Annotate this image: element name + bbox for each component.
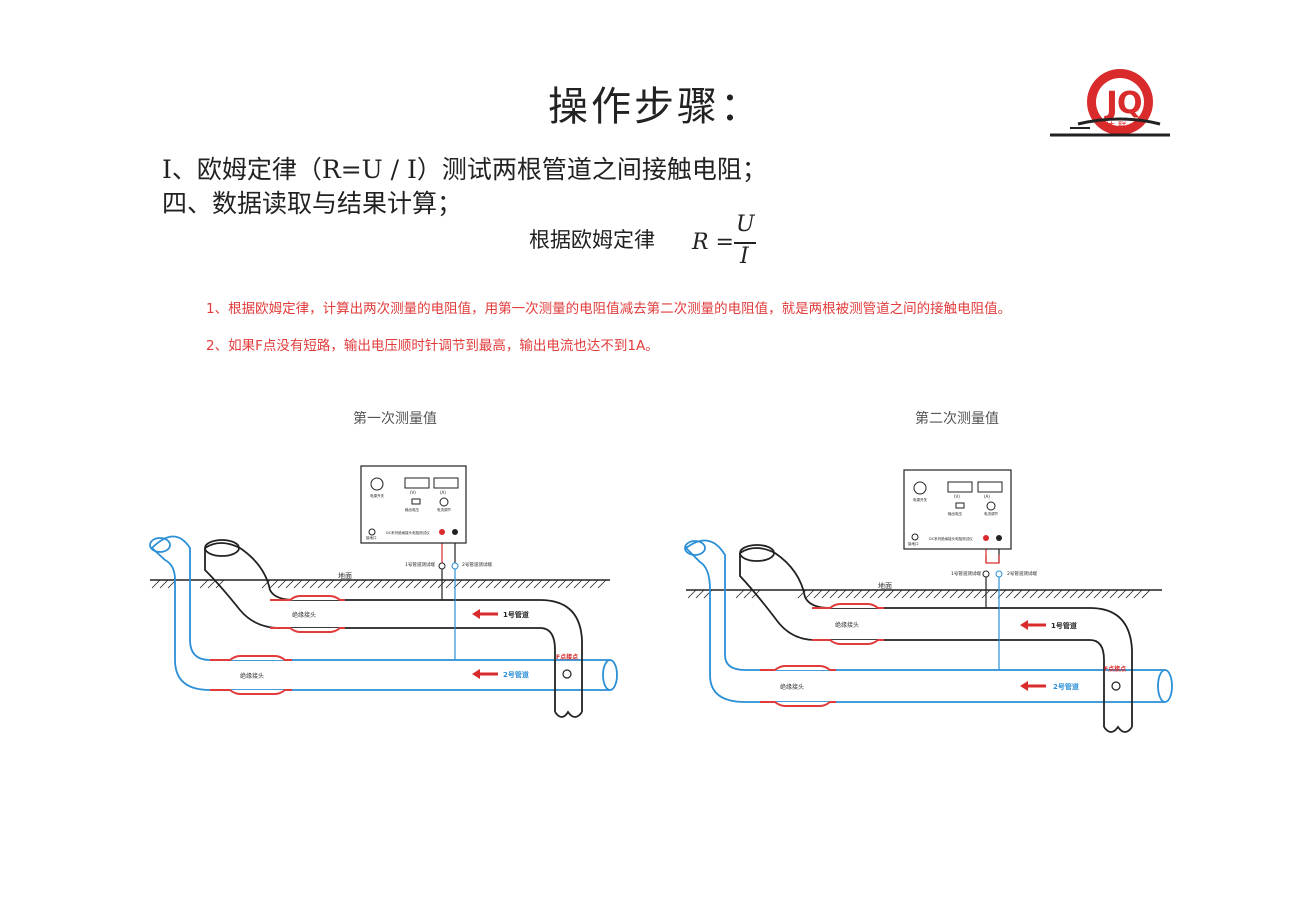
adjust-knob-icon <box>439 497 449 507</box>
pipe-2 <box>684 539 1173 703</box>
output-label: 输出电压 <box>405 507 419 512</box>
jack-label: 接地口 <box>366 535 377 540</box>
flow-arrow-pipe-1 <box>1020 620 1046 630</box>
insulator-joint-2 <box>760 665 836 707</box>
svg-text:Q: Q <box>1117 86 1143 121</box>
pipe-1-label: 1号管道 <box>503 610 529 619</box>
voltage-display <box>404 477 430 489</box>
flow-arrow-pipe-1 <box>472 609 498 619</box>
ground-label: 地面 <box>338 571 352 580</box>
fault-point-label: F点接点 <box>556 653 578 661</box>
company-logo: J Q 达 联 <box>1050 69 1170 137</box>
pipe-1 <box>739 544 1133 733</box>
pipe-2-label: 2号管道 <box>1053 682 1079 691</box>
black-terminal <box>452 529 458 535</box>
current-unit: (A) <box>984 494 990 499</box>
test-instrument: 电源开关 (V) (A) 输出电压 电流调节 接地口 DC系列绝缘接头电阻测试仪 <box>360 465 467 544</box>
note-2: 2、如果F点没有短路，输出电压顺时针调节到最高，输出电流也达不到1A。 <box>206 338 659 354</box>
power-knob-icon <box>913 481 927 495</box>
fault-point-marker <box>562 669 572 679</box>
test-instrument: 电源开关 (V) (A) 输出电压 电流调节 接地口 DC系列绝缘接头电阻测试仪 <box>903 469 1012 550</box>
pipe-2 <box>149 535 618 691</box>
page-title: 操作步骤： <box>548 84 763 130</box>
fault-point-marker <box>1111 681 1121 691</box>
terminal-2-label: 2号管道测试端 <box>1007 570 1037 577</box>
voltage-unit: (V) <box>410 490 416 495</box>
insulator-joint-1 <box>812 603 884 645</box>
power-knob-icon <box>370 477 384 491</box>
terminal-2-label: 2号管道测试端 <box>462 561 492 568</box>
terminal-1-label: 1号管道测试端 <box>951 570 981 577</box>
red-terminal <box>439 529 445 535</box>
output-switch-icon <box>411 498 421 505</box>
red-terminal <box>983 535 989 541</box>
output-label: 输出电压 <box>948 511 962 516</box>
formula-lhs: R = <box>692 230 734 255</box>
insulator-label-1: 绝缘接头 <box>835 621 859 629</box>
voltage-display <box>947 481 973 493</box>
diagram-1-caption: 第一次测量值 <box>353 411 437 427</box>
ohms-law-formula: R = U I <box>690 212 770 272</box>
power-label: 电源开关 <box>370 493 384 498</box>
black-terminal <box>996 535 1002 541</box>
adjust-knob-icon <box>986 501 996 511</box>
device-name: DC系列绝缘接头电阻测试仪 <box>386 530 430 535</box>
ground-label: 地面 <box>878 581 892 590</box>
insulator-joint-2 <box>210 655 292 695</box>
flow-arrow-pipe-2 <box>472 669 498 679</box>
section-heading-data-reading: 四、数据读取与结果计算； <box>162 189 463 218</box>
current-display <box>977 481 1003 493</box>
pipe-1 <box>204 539 583 718</box>
svg-text:J: J <box>1104 84 1118 122</box>
formula-label: 根据欧姆定律 <box>529 228 655 252</box>
logo-text: 达 联 <box>1106 120 1127 132</box>
jack-label: 接地口 <box>908 541 919 546</box>
diagram-2: 地面 绝缘接头 绝缘接头 1号管道 <box>684 469 1173 733</box>
adjust-label: 电流调节 <box>437 507 451 512</box>
insulator-label-2: 绝缘接头 <box>240 672 264 680</box>
pipe-1-label: 1号管道 <box>1051 621 1077 630</box>
insulator-joint-1 <box>270 595 345 633</box>
insulator-label-2: 绝缘接头 <box>780 683 804 691</box>
current-unit: (A) <box>440 490 446 495</box>
device-name: DC系列绝缘接头电阻测试仪 <box>929 536 973 541</box>
formula-numerator: U <box>736 212 755 237</box>
diagram-2-caption: 第二次测量值 <box>915 411 999 427</box>
diagram-1: 地面 绝缘接头 绝缘接头 1号管道 <box>149 465 618 718</box>
note-1: 1、根据欧姆定律，计算出两次测量的电阻值，用第一次测量的电阻值减去第二次测量的电… <box>206 301 1012 317</box>
fraction-bar <box>734 242 756 244</box>
voltage-unit: (V) <box>954 494 960 499</box>
pipe-2-label: 2号管道 <box>503 670 529 679</box>
fault-point-label: F点接点 <box>1104 665 1126 673</box>
formula-denominator: I <box>740 244 749 269</box>
adjust-label: 电流调节 <box>984 511 998 516</box>
section-heading-ohms-law: I、欧姆定律（R=U / I）测试两根管道之间接触电阻； <box>162 155 767 184</box>
power-label: 电源开关 <box>913 497 927 502</box>
output-switch-icon <box>955 502 965 509</box>
insulator-label-1: 绝缘接头 <box>292 611 316 619</box>
flow-arrow-pipe-2 <box>1020 681 1046 691</box>
terminal-1-label: 1号管道测试端 <box>405 561 435 568</box>
current-display <box>433 477 459 489</box>
short-link <box>985 555 1000 564</box>
